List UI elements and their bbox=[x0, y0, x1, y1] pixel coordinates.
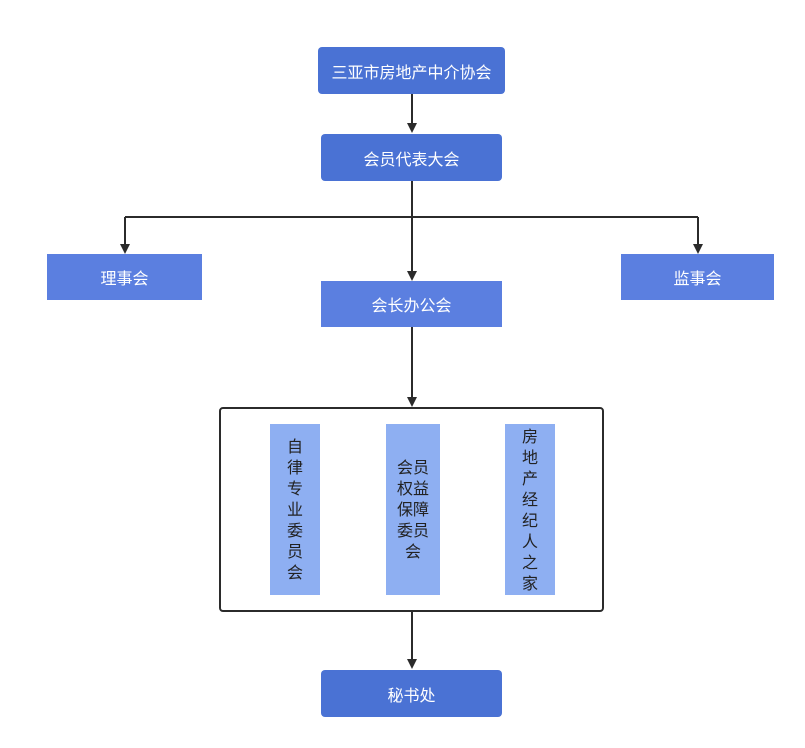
node-council-label: 理事会 bbox=[100, 269, 149, 288]
node-agents-home: 房地产经纪人之家 bbox=[505, 424, 555, 595]
node-council: 理事会 bbox=[47, 254, 202, 300]
node-member-assembly-label: 会员代表大会 bbox=[363, 149, 460, 169]
node-supervisors: 监事会 bbox=[621, 254, 774, 300]
node-supervisors-label: 监事会 bbox=[673, 269, 722, 288]
node-presidents-office-label: 会长办公会 bbox=[371, 296, 452, 315]
node-agents-home-label: 房地产经纪人之家 bbox=[521, 426, 538, 593]
node-secretariat-label: 秘书处 bbox=[387, 685, 436, 705]
node-association: 三亚市房地产中介协会 bbox=[318, 47, 505, 94]
node-rights-committee: 会员权益保障委员会 bbox=[386, 424, 440, 595]
node-self-discipline-committee-label: 自律专业委员会 bbox=[286, 437, 303, 582]
node-rights-committee-label: 会员权益保障委员会 bbox=[396, 458, 429, 561]
node-association-label: 三亚市房地产中介协会 bbox=[331, 62, 492, 82]
node-member-assembly: 会员代表大会 bbox=[321, 134, 502, 181]
node-self-discipline-committee: 自律专业委员会 bbox=[270, 424, 320, 595]
node-presidents-office: 会长办公会 bbox=[321, 281, 502, 327]
node-secretariat: 秘书处 bbox=[321, 670, 502, 717]
